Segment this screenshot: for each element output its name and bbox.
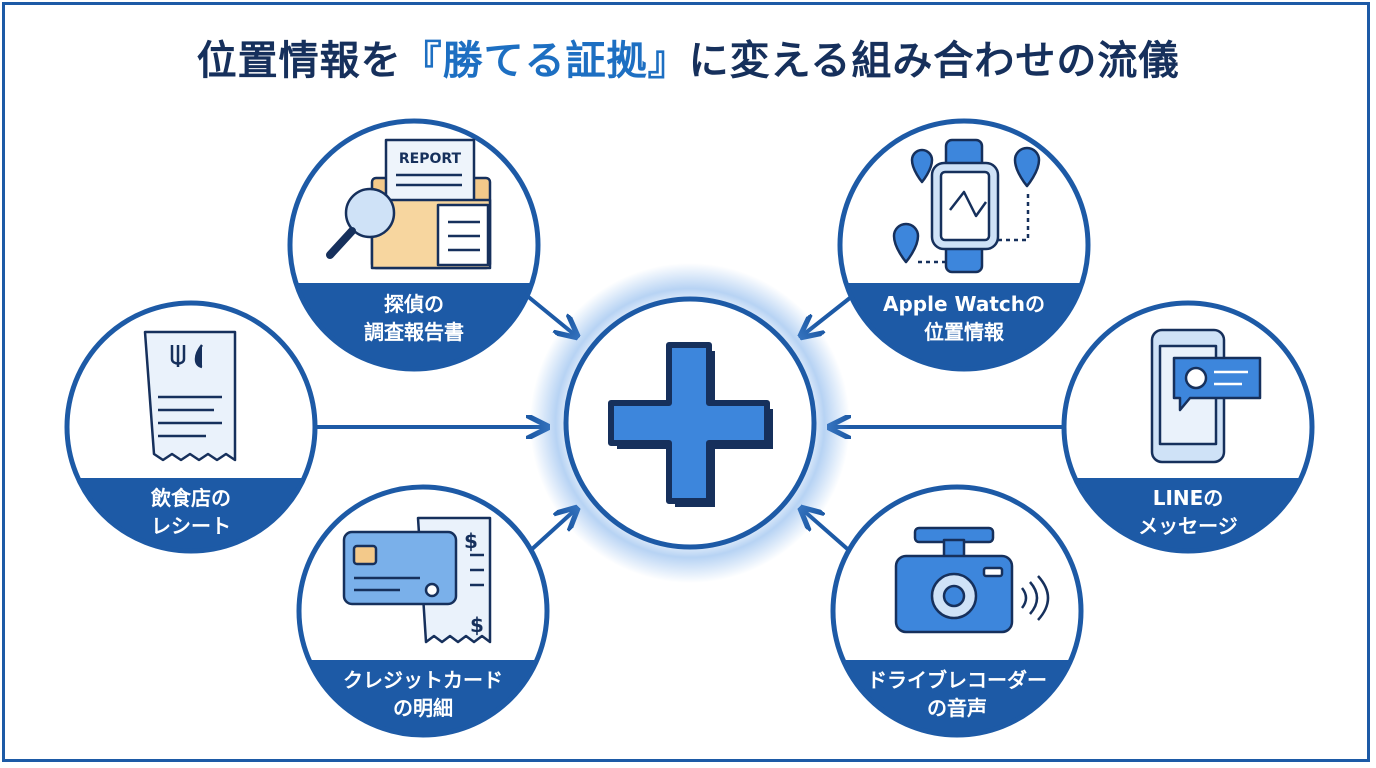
label-line2: メッセージ — [1138, 514, 1238, 538]
page-title: 位置情報を『勝てる証拠』に変える組み合わせの流儀 — [0, 28, 1376, 86]
dashcam-sound-icon — [894, 526, 1050, 634]
node-restaurant-receipt — [64, 300, 318, 554]
label-restaurant-receipt: 飲食店の レシート — [91, 484, 291, 540]
phone-chat-clock-icon — [1150, 328, 1262, 464]
label-line1: ドライブレコーダー — [867, 668, 1047, 692]
node-line-message — [1061, 300, 1315, 554]
title-text-after: に変える組み合わせの流儀 — [688, 38, 1180, 84]
label-line2: の音声 — [927, 696, 987, 720]
label-credit-card: クレジットカード の明細 — [313, 666, 533, 722]
label-line-message: LINEの メッセージ — [1088, 484, 1288, 540]
label-line2: 位置情報 — [924, 320, 1004, 344]
label-drive-recorder: ドライブレコーダー の音声 — [837, 666, 1077, 722]
credit-card-statement-icon — [342, 516, 492, 644]
label-line1: Apple Watchの — [883, 292, 1045, 316]
label-line1: LINEの — [1152, 486, 1224, 510]
plus-icon — [608, 342, 773, 507]
label-line1: クレジットカード — [343, 668, 503, 692]
center-hub — [530, 263, 850, 583]
label-apple-watch: Apple Watchの 位置情報 — [854, 290, 1074, 346]
currency-symbol-bottom: $ — [470, 613, 484, 637]
label-line2: 調査報告書 — [364, 320, 464, 344]
currency-symbol-top: $ — [464, 529, 478, 553]
smartwatch-map-pin-icon — [892, 138, 1041, 274]
label-line2: レシート — [151, 514, 231, 538]
label-line1: 飲食店の — [151, 486, 231, 510]
report-sheet-text: REPORT — [399, 151, 462, 167]
report-folder-magnifier-icon — [326, 138, 492, 270]
label-detective-report: 探偵の 調査報告書 — [314, 290, 514, 346]
label-line1: 探偵の — [384, 292, 444, 316]
label-line2: の明細 — [393, 696, 453, 720]
title-text-before: 位置情報を — [196, 38, 402, 84]
title-highlight: 『勝てる証拠』 — [401, 38, 689, 84]
receipt-fork-knife-icon — [143, 330, 237, 462]
